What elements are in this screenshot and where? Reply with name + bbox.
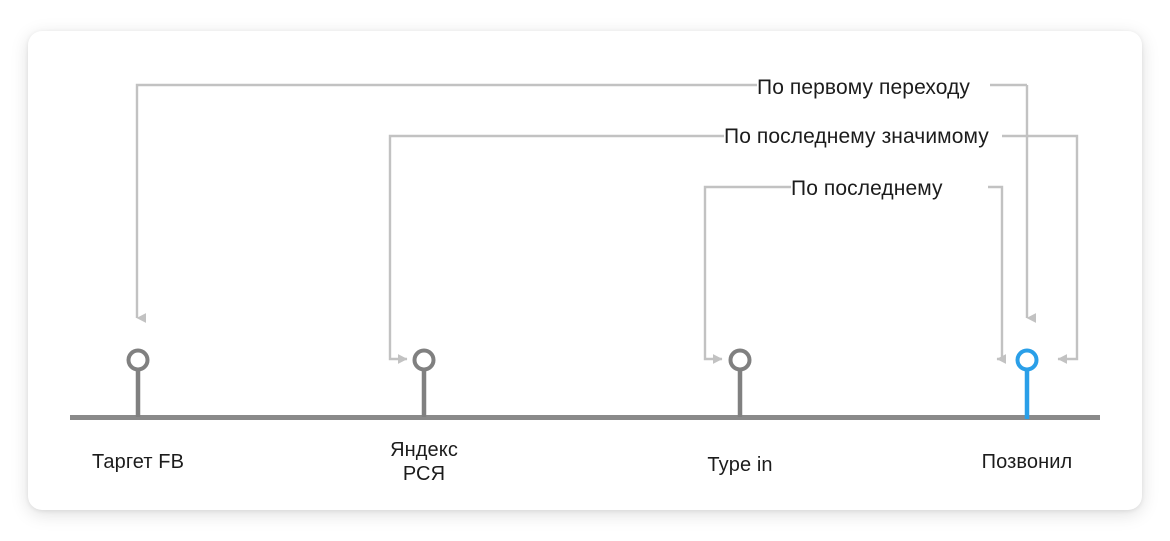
- node-label-yandex-rsya: Яндекс РСЯ: [390, 439, 458, 486]
- node-pozvonil[interactable]: [1015, 348, 1039, 420]
- node-yandex-rsya[interactable]: [412, 348, 436, 418]
- connector-last-click-path: [703, 185, 791, 364]
- attribution-label-last-click: По последнему: [791, 177, 943, 200]
- node-type-in[interactable]: [728, 348, 752, 418]
- connector-first-click: [135, 83, 1036, 323]
- connector-last-significant-return-path: [1027, 134, 1079, 364]
- node-pozvonil-marker: [1015, 348, 1039, 372]
- node-target-fb-marker: [126, 348, 150, 372]
- node-label-type-in: Type in: [707, 454, 773, 476]
- diagram-card: [28, 31, 1142, 510]
- connector-last-click-return-path: [988, 185, 1006, 364]
- attribution-label-first-click: По первому переходу: [757, 76, 971, 99]
- node-label-pozvonil: Позвонил: [981, 451, 1073, 473]
- node-label-target-fb: Таргет FB: [91, 451, 185, 473]
- connector-last-click: [703, 185, 1006, 364]
- connector-last-significant-path: [388, 134, 724, 364]
- connector-first-click-path: [135, 83, 757, 323]
- node-yandex-rsya-marker: [412, 348, 436, 372]
- node-target-fb[interactable]: [126, 348, 150, 418]
- connector-last-significant: [388, 134, 1079, 364]
- node-type-in-marker: [728, 348, 752, 372]
- attribution-label-last-significant: По последнему значимому: [724, 125, 989, 148]
